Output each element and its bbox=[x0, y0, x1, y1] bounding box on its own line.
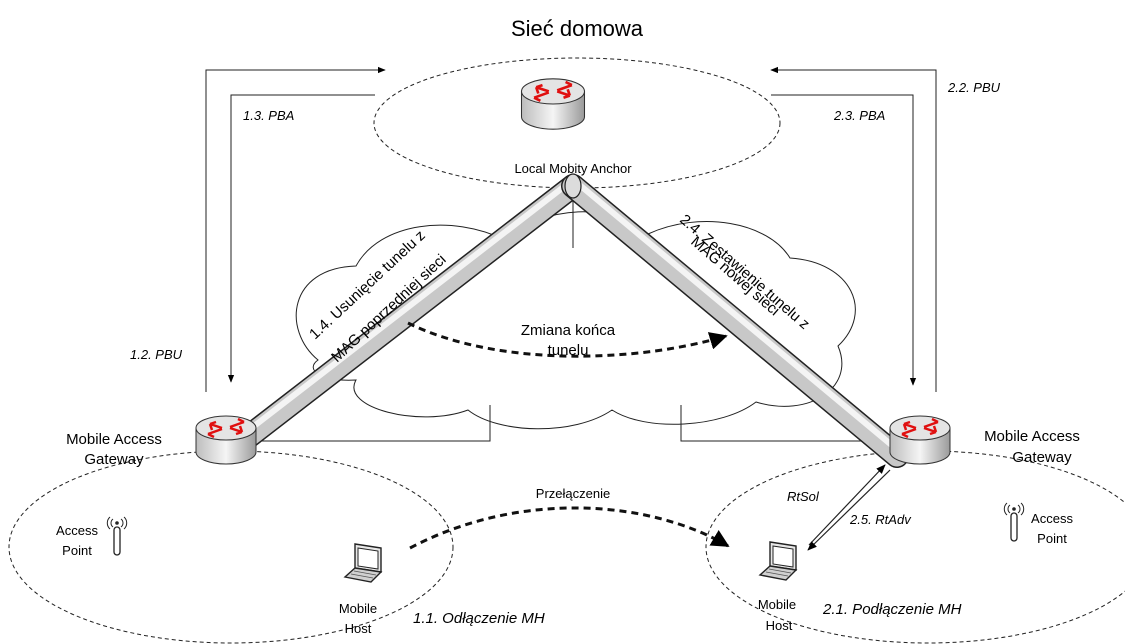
right-tunnel bbox=[561, 174, 909, 468]
handover-label: Przełączenie bbox=[536, 486, 610, 501]
step-2-5-label: 2.5. RtAdv bbox=[849, 512, 912, 527]
tunnel-change-label-line2: tunelu bbox=[548, 342, 589, 359]
right-pba-arrow bbox=[771, 94, 917, 386]
step-2-2-label: 2.2. PBU bbox=[947, 80, 1001, 95]
left-tunnel bbox=[218, 174, 585, 463]
left-mag-label-line2: Gateway bbox=[84, 451, 144, 468]
tunnel-change-arrow bbox=[407, 321, 728, 358]
left-mag-cloud-link bbox=[256, 405, 491, 442]
right-mobile-host-icon bbox=[759, 541, 797, 581]
right-mag-label-line1: Mobile Access bbox=[984, 428, 1080, 445]
diagram-title: Sieć domowa bbox=[511, 16, 644, 41]
right-ap-label-line2: Point bbox=[1037, 531, 1067, 546]
lma-router-icon bbox=[520, 77, 586, 131]
rtadv-arrow bbox=[807, 469, 891, 551]
left-mobile-host-icon bbox=[344, 543, 382, 583]
lma-label: Local Mobity Anchor bbox=[514, 161, 632, 176]
tunnel-endpoint-lma bbox=[564, 173, 582, 199]
left-pba-arrow bbox=[227, 94, 375, 383]
handover-arrow bbox=[409, 506, 730, 550]
left-mag-router-icon bbox=[194, 414, 258, 466]
right-mag-label-line2: Gateway bbox=[1012, 449, 1072, 466]
right-mh-label-line2: Host bbox=[766, 618, 793, 633]
right-mag-cloud-link bbox=[680, 405, 890, 442]
core-network-cloud bbox=[295, 211, 856, 430]
rtsol-label: RtSol bbox=[787, 489, 820, 504]
step-1-2-label: 1.2. PBU bbox=[130, 347, 183, 362]
right-mag-router-icon bbox=[888, 414, 952, 466]
left-ap-label-line1: Access bbox=[56, 523, 98, 538]
step-1-1-label: 1.1. Odłączenie MH bbox=[413, 610, 545, 627]
left-pbu-arrow bbox=[205, 66, 386, 392]
left-mag-label-line1: Mobile Access bbox=[66, 431, 162, 448]
step-2-3-label: 2.3. PBA bbox=[833, 108, 885, 123]
left-mh-label-line2: Host bbox=[345, 621, 372, 636]
step-1-3-label: 1.3. PBA bbox=[243, 108, 294, 123]
tunnel-change-label-line1: Zmiana końca bbox=[521, 322, 616, 339]
right-mh-label-line1: Mobile bbox=[758, 597, 796, 612]
step-2-1-label: 2.1. Podłączenie MH bbox=[822, 601, 962, 618]
left-mh-label-line1: Mobile bbox=[339, 601, 377, 616]
right-pbu-arrow bbox=[770, 66, 937, 392]
right-access-point-icon bbox=[1003, 502, 1025, 542]
rtsol-arrow bbox=[808, 464, 886, 546]
left-ap-label-line2: Point bbox=[62, 543, 92, 558]
left-access-point-icon bbox=[106, 516, 128, 556]
right-ap-label-line1: Access bbox=[1031, 511, 1073, 526]
